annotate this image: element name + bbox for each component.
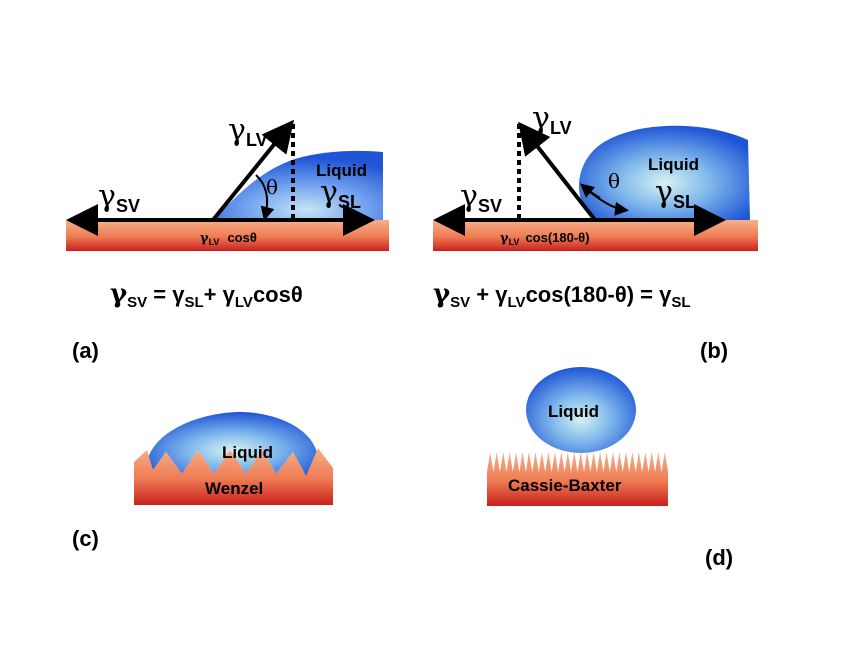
liquid-drop-b <box>578 125 750 220</box>
gamma-sl-label-a: γSL <box>320 175 361 212</box>
liquid-drop-c <box>148 412 318 476</box>
gamma-lv-label-b: γLV <box>532 101 572 138</box>
arrow-gamma-lv-a <box>211 119 295 222</box>
substrate-c <box>134 448 333 505</box>
substrate-a <box>66 220 389 251</box>
cassie-baxter-label: Cassie-Baxter <box>508 476 622 495</box>
panel-d: Liquid Cassie-Baxter (d) <box>487 367 733 570</box>
gamma-sl-label-b: γSL <box>655 175 696 212</box>
panel-tag-c: (c) <box>72 526 99 551</box>
panel-tag-b: (b) <box>700 338 728 363</box>
equation-a: γSV = γSL+ γLVcosθ <box>110 279 303 311</box>
substrate-b <box>433 220 758 251</box>
liquid-drop-a <box>213 150 383 220</box>
equation-b: γSV + γLVcos(180-θ) = γSL <box>433 279 691 311</box>
liquid-label-a: Liquid <box>316 161 367 180</box>
gamma-lv-label-a: γLV <box>228 113 268 150</box>
liquid-drop-d <box>526 367 636 453</box>
panel-tag-a: (a) <box>72 338 99 363</box>
theta-label-b: θ <box>608 169 620 193</box>
arrow-gamma-lv-b <box>518 121 597 222</box>
wenzel-label: Wenzel <box>205 479 263 498</box>
panel-tag-d: (d) <box>705 545 733 570</box>
angle-arc-b-start <box>579 183 601 199</box>
liquid-label-b: Liquid <box>648 155 699 174</box>
angle-arc-a <box>255 174 275 221</box>
liquid-label-c: Liquid <box>222 443 273 462</box>
theta-label-a: θ <box>266 175 278 199</box>
liquid-label-d: Liquid <box>548 402 599 421</box>
substrate-d <box>487 452 668 506</box>
gamma-sv-label-b: γSV <box>460 179 502 216</box>
panel-c: Liquid Wenzel (c) <box>72 412 333 551</box>
gamma-sv-label-a: γSV <box>98 179 140 216</box>
